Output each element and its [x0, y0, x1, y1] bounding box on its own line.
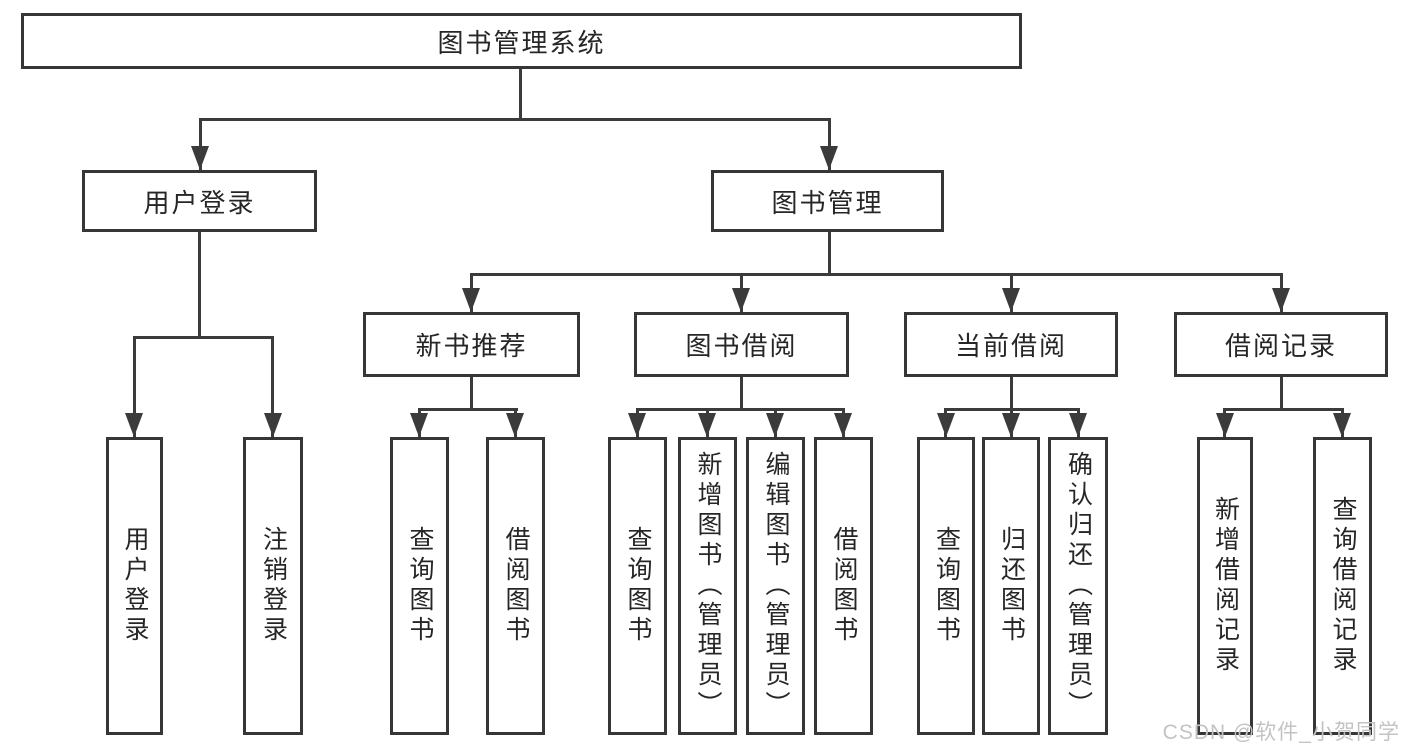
connector-line [1223, 408, 1344, 411]
node-label: 用户登录 [121, 526, 149, 646]
arrowhead-icon [1002, 413, 1020, 437]
node-label: 新增图书（管理员） [694, 451, 722, 721]
leaf-add-books-admin: 新增图书（管理员） [678, 437, 737, 735]
connector-line [470, 377, 473, 408]
arrowhead-icon [937, 413, 955, 437]
leaf-add-borrow-record: 新增借阅记录 [1197, 437, 1253, 735]
node-label: 查询图书 [624, 526, 652, 646]
node-label: 归还图书 [997, 526, 1026, 646]
node-book-management-system: 图书管理系统 [21, 13, 1022, 69]
leaf-user-login: 用户登录 [106, 437, 163, 735]
arrowhead-icon [506, 413, 524, 437]
node-borrowing-records: 借阅记录 [1174, 312, 1388, 377]
csdn-watermark: CSDN @软件_小贺同学 [1162, 721, 1400, 744]
arrowhead-icon [698, 413, 716, 437]
connector-line [133, 336, 274, 339]
connector-line [271, 336, 274, 437]
leaf-logout: 注销登录 [243, 437, 303, 735]
arrowhead-icon [1272, 288, 1290, 312]
connector-line [418, 408, 518, 411]
leaf-query-books-under-recommend: 查询图书 [390, 437, 449, 735]
node-new-book-recommend: 新书推荐 [363, 312, 580, 377]
connector-line [199, 118, 202, 170]
connector-line [636, 408, 845, 411]
node-label: 图书借阅 [685, 331, 798, 361]
arrowhead-icon [1216, 413, 1234, 437]
node-label: 编辑图书（管理员） [762, 451, 790, 721]
arrowhead-icon [1002, 288, 1020, 312]
connector-line [133, 336, 136, 437]
node-label: 新增借阅记录 [1211, 496, 1240, 676]
node-label: 新书推荐 [415, 331, 528, 361]
connector-line [828, 118, 831, 170]
leaf-query-books-under-current: 查询图书 [917, 437, 975, 735]
node-label: 图书管理 [771, 187, 884, 218]
arrowhead-icon [766, 413, 784, 437]
node-label: 注销登录 [259, 526, 288, 646]
leaf-borrow-books-under-borrowing: 借阅图书 [814, 437, 873, 735]
arrowhead-icon [462, 288, 480, 312]
leaf-confirm-return-admin: 确认归还（管理员） [1048, 437, 1108, 735]
arrowhead-icon [628, 413, 646, 437]
connector-line [1280, 377, 1283, 408]
leaf-return-books: 归还图书 [982, 437, 1040, 735]
node-label: 查询借阅记录 [1329, 496, 1357, 676]
arrowhead-icon [191, 146, 209, 170]
arrowhead-icon [834, 413, 852, 437]
leaf-query-borrow-record: 查询借阅记录 [1313, 437, 1372, 735]
connector-line [519, 69, 522, 118]
node-label: 查询图书 [406, 526, 434, 646]
connector-line [198, 232, 201, 336]
arrowhead-icon [410, 413, 428, 437]
leaf-query-books-under-borrowing: 查询图书 [608, 437, 667, 735]
node-label: 当前借阅 [954, 331, 1067, 361]
node-label: 用户登录 [143, 187, 256, 218]
node-current-borrowing: 当前借阅 [904, 312, 1118, 377]
node-label: 确认归还（管理员） [1064, 451, 1093, 721]
node-book-borrowing: 图书借阅 [634, 312, 849, 377]
arrowhead-icon [820, 146, 838, 170]
arrowhead-icon [1069, 413, 1087, 437]
node-user-login-group: 用户登录 [82, 170, 317, 232]
connector-line [199, 118, 831, 121]
connector-line [1010, 377, 1013, 408]
node-label: 图书管理系统 [437, 27, 606, 58]
leaf-borrow-books-under-recommend: 借阅图书 [486, 437, 545, 735]
node-label: 借阅记录 [1224, 331, 1337, 361]
node-label: 查询图书 [932, 526, 961, 646]
arrowhead-icon [1333, 413, 1351, 437]
arrowhead-icon [264, 413, 282, 437]
node-label: 借阅图书 [502, 526, 530, 646]
arrowhead-icon [125, 413, 143, 437]
connector-line [828, 232, 831, 273]
node-book-management: 图书管理 [711, 170, 944, 232]
connector-line [470, 273, 1283, 276]
arrowhead-icon [732, 288, 750, 312]
leaf-edit-books-admin: 编辑图书（管理员） [746, 437, 805, 735]
connector-line [740, 377, 743, 408]
node-label: 借阅图书 [830, 526, 858, 646]
